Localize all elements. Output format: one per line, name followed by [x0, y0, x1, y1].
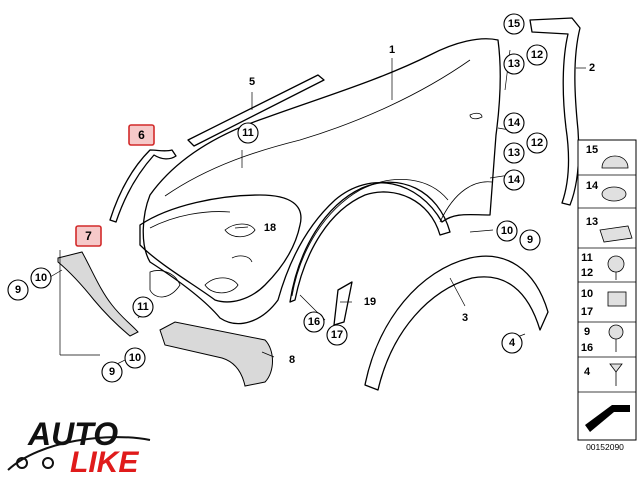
svg-text:13: 13	[508, 147, 520, 159]
svg-text:9: 9	[527, 234, 533, 246]
svg-text:13: 13	[508, 58, 520, 70]
svg-text:17: 17	[331, 329, 343, 341]
svg-text:12: 12	[531, 137, 543, 149]
callout-7-highlighted[interactable]: 7	[75, 225, 102, 247]
svg-text:9: 9	[15, 284, 21, 296]
front-bumper-area	[139, 194, 302, 303]
legend-label-12: 12	[581, 267, 593, 279]
callout-9-bottom[interactable]: 9	[101, 361, 123, 383]
callout-4[interactable]: 4	[501, 332, 523, 354]
legend-label-9: 9	[584, 326, 590, 338]
legend-label-4: 4	[584, 366, 591, 378]
svg-text:10: 10	[129, 352, 141, 364]
svg-text:10: 10	[501, 225, 513, 237]
nut-icon	[607, 291, 627, 307]
grommet-icon	[601, 186, 627, 202]
legend-label-13: 13	[586, 216, 598, 228]
fastener-legend: 15 14 13 11 12 10 17 9 16 4	[577, 139, 637, 441]
callout-10-bottom[interactable]: 10	[124, 347, 146, 369]
callout-19[interactable]: 19	[364, 296, 376, 308]
svg-text:6: 6	[138, 128, 145, 142]
legend-label-14: 14	[586, 180, 599, 192]
wheel-arch-trim-3	[364, 255, 549, 391]
callout-17[interactable]: 17	[326, 324, 348, 346]
bracket-8	[159, 321, 273, 387]
diagram-code: 00152090	[586, 442, 624, 452]
wheel-arch-liner	[289, 181, 451, 303]
svg-text:12: 12	[531, 49, 543, 61]
arrow-icon	[585, 405, 630, 432]
trim-piece-19	[333, 281, 353, 326]
callout-3[interactable]: 3	[462, 312, 468, 324]
callout-15-top[interactable]: 15	[503, 13, 525, 35]
legend-label-16: 16	[581, 342, 593, 354]
svg-text:14: 14	[508, 117, 521, 129]
svg-text:7: 7	[85, 229, 92, 243]
screw-washer-icon	[607, 255, 625, 273]
callout-9-right[interactable]: 9	[519, 229, 541, 251]
svg-text:11: 11	[137, 301, 149, 313]
plug-icon	[601, 155, 629, 169]
callout-2[interactable]: 2	[589, 62, 595, 74]
seal-2	[529, 17, 581, 206]
clip-nut-icon	[599, 225, 633, 243]
callout-16[interactable]: 16	[303, 311, 325, 333]
callout-6-highlighted[interactable]: 6	[128, 124, 155, 146]
callout-5[interactable]: 5	[249, 76, 255, 88]
svg-text:15: 15	[508, 18, 520, 30]
callout-11-left[interactable]: 11	[132, 296, 154, 318]
legend-label-17: 17	[581, 306, 593, 318]
callout-13-mid[interactable]: 13	[503, 142, 525, 164]
callout-18[interactable]: 18	[264, 222, 276, 234]
callout-14-mid[interactable]: 14	[503, 112, 525, 134]
legend-label-11: 11	[581, 252, 593, 264]
callout-12-mid[interactable]: 12	[526, 132, 548, 154]
expanding-rivet-icon	[609, 363, 623, 373]
callout-13-top[interactable]: 13	[503, 53, 525, 75]
svg-text:10: 10	[35, 272, 47, 284]
callout-10-right[interactable]: 10	[496, 220, 518, 242]
fender-panel	[142, 38, 501, 325]
svg-text:14: 14	[508, 174, 521, 186]
callout-8[interactable]: 8	[289, 354, 295, 366]
svg-text:16: 16	[308, 316, 320, 328]
svg-text:4: 4	[509, 337, 516, 349]
watermark-logo: AUTO LIKE	[7, 416, 151, 479]
bracket-7	[57, 251, 139, 337]
callout-12-top[interactable]: 12	[526, 44, 548, 66]
svg-text:11: 11	[242, 127, 254, 139]
watermark-like: LIKE	[70, 446, 139, 479]
legend-label-15: 15	[586, 144, 598, 156]
watermark-auto: AUTO	[27, 416, 118, 452]
callout-10-left[interactable]: 10	[30, 267, 52, 289]
bolt-icon	[608, 324, 624, 340]
trim-strip	[187, 74, 325, 147]
bracket-6	[109, 149, 177, 223]
svg-text:9: 9	[109, 366, 115, 378]
callout-9-left[interactable]: 9	[7, 279, 29, 301]
legend-label-10: 10	[581, 288, 593, 300]
callout-11-top[interactable]: 11	[237, 122, 259, 144]
callout-14-low[interactable]: 14	[503, 169, 525, 191]
callout-1[interactable]: 1	[389, 44, 395, 56]
